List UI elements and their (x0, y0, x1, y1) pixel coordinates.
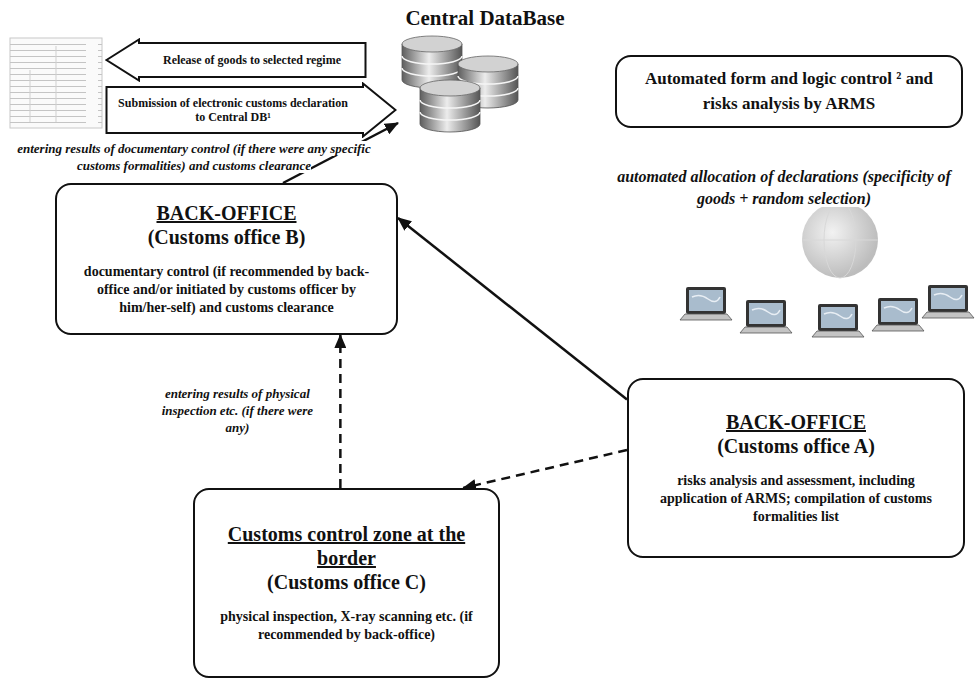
note-label: entering results of documentary control … (5, 141, 383, 175)
node-text: documentary control (if recommended by b… (71, 263, 382, 318)
node-text: risks analysis and assessment, including… (643, 472, 949, 527)
node-text: BACK-OFFICE (726, 410, 866, 434)
node-text: Customs control zone at the border (209, 522, 484, 570)
node-text: (Customs office C) (267, 570, 426, 594)
connector-arrow (339, 335, 342, 488)
block-arrow: Submission of electronic customs declara… (105, 82, 397, 138)
node-text: Submission of electronic customs declara… (113, 96, 353, 125)
laptop-icon (872, 298, 924, 331)
node-text: (Customs office A) (717, 434, 875, 458)
arrow-shape (107, 84, 396, 137)
form-lines (10, 42, 102, 124)
process-box: Automated form and logic control ² and r… (615, 55, 963, 128)
laptop-icon (680, 287, 732, 320)
node-text: physical inspection, X-ray scanning etc.… (209, 608, 484, 644)
node-text: (Customs office B) (148, 225, 306, 249)
node-text: BACK-OFFICE (157, 201, 297, 225)
form-rule (30, 70, 31, 122)
network-illustration (680, 202, 974, 337)
database-cylinder (420, 80, 480, 132)
process-box: BACK-OFFICE(Customs office A) risks analy… (627, 378, 965, 558)
form-page (10, 38, 102, 128)
arrow-shape (107, 40, 366, 81)
globe-equator (802, 240, 878, 241)
form-document (10, 38, 102, 128)
globe (802, 202, 878, 278)
block-arrow: Release of goods to selected regime (105, 38, 367, 82)
database-icon (402, 36, 518, 132)
note-text: entering results of documentary control … (17, 141, 371, 173)
edge-label-text: entering results of physical inspection … (162, 386, 313, 435)
node-text: Release of goods to selected regime (163, 53, 341, 67)
edge-label: entering results of physical inspection … (148, 386, 326, 437)
note-label: automated allocation of declarations (sp… (598, 166, 970, 209)
laptop-icon (740, 300, 792, 333)
note-text: automated allocation of declarations (sp… (617, 168, 951, 207)
laptop-icon (812, 304, 864, 337)
form-rule (56, 46, 57, 122)
connector-arrow (463, 450, 627, 488)
connector-arrow (398, 218, 627, 400)
laptop-icon (922, 285, 974, 318)
process-box: BACK-OFFICE(Customs office B) documentary… (55, 183, 398, 335)
diagram-title: Central DataBase (335, 6, 635, 31)
node-text: Automated form and logic control ² and r… (631, 67, 947, 116)
process-box: Customs control zone at the border(Custo… (193, 488, 500, 678)
